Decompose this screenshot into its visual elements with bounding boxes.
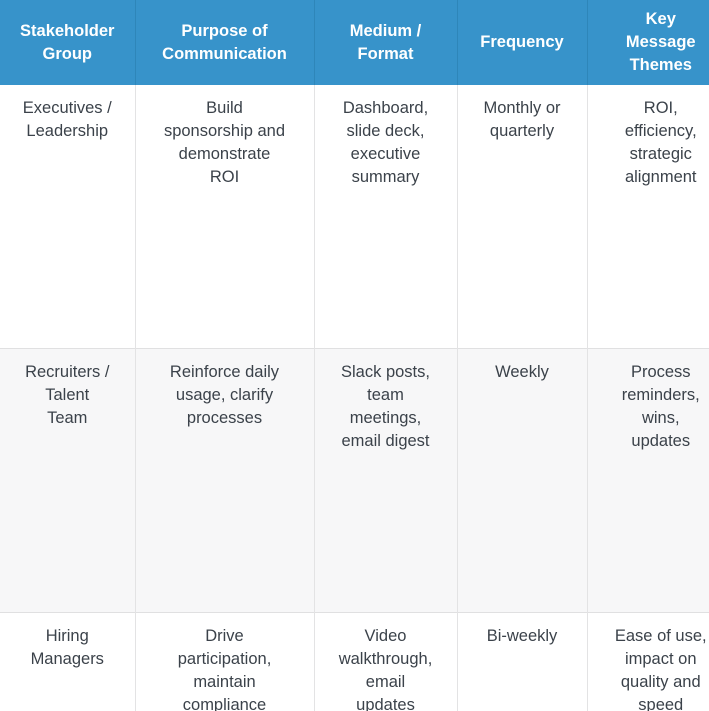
header-cell-key-message-themes: Key Message Themes [586, 0, 709, 85]
table-row-hiring-managers: Hiring Managers Drive participation, mai… [0, 612, 709, 711]
table-body: Executives / Leadership Build sponsorshi… [0, 85, 709, 711]
cell-key-themes: Ease of use, impact on quality and speed [586, 612, 709, 711]
cell-frequency: Weekly [456, 348, 587, 613]
cell-stakeholder-group: Executives / Leadership [0, 85, 135, 349]
cell-stakeholder-group: Recruiters / Talent Team [0, 348, 135, 613]
cell-medium: Dashboard, slide deck, executive summary [313, 85, 457, 349]
cell-purpose: Reinforce daily usage, clarify processes [134, 348, 314, 613]
header-cell-frequency: Frequency [456, 0, 587, 85]
cell-purpose: Drive participation, maintain compliance [134, 612, 314, 711]
cell-frequency: Bi-weekly [456, 612, 587, 711]
cell-purpose: Build sponsorship and demonstrate ROI [134, 85, 314, 349]
table-row-recruiters: Recruiters / Talent Team Reinforce daily… [0, 348, 709, 613]
table-header: Stakeholder Group Purpose of Communicati… [0, 0, 709, 85]
header-cell-stakeholder-group: Stakeholder Group [0, 0, 135, 85]
cell-medium: Video walkthrough, email updates [313, 612, 457, 711]
cell-stakeholder-group: Hiring Managers [0, 612, 135, 711]
header-cell-purpose-of-communication: Purpose of Communication [134, 0, 314, 85]
cell-key-themes: Process reminders, wins, updates [586, 348, 709, 613]
cell-key-themes: ROI, efficiency, strategic alignment [586, 85, 709, 349]
cell-medium: Slack posts, team meetings, email digest [313, 348, 457, 613]
table-row-executives: Executives / Leadership Build sponsorshi… [0, 85, 709, 349]
cell-frequency: Monthly or quarterly [456, 85, 587, 349]
header-row: Stakeholder Group Purpose of Communicati… [0, 0, 709, 85]
header-cell-medium-format: Medium / Format [313, 0, 457, 85]
